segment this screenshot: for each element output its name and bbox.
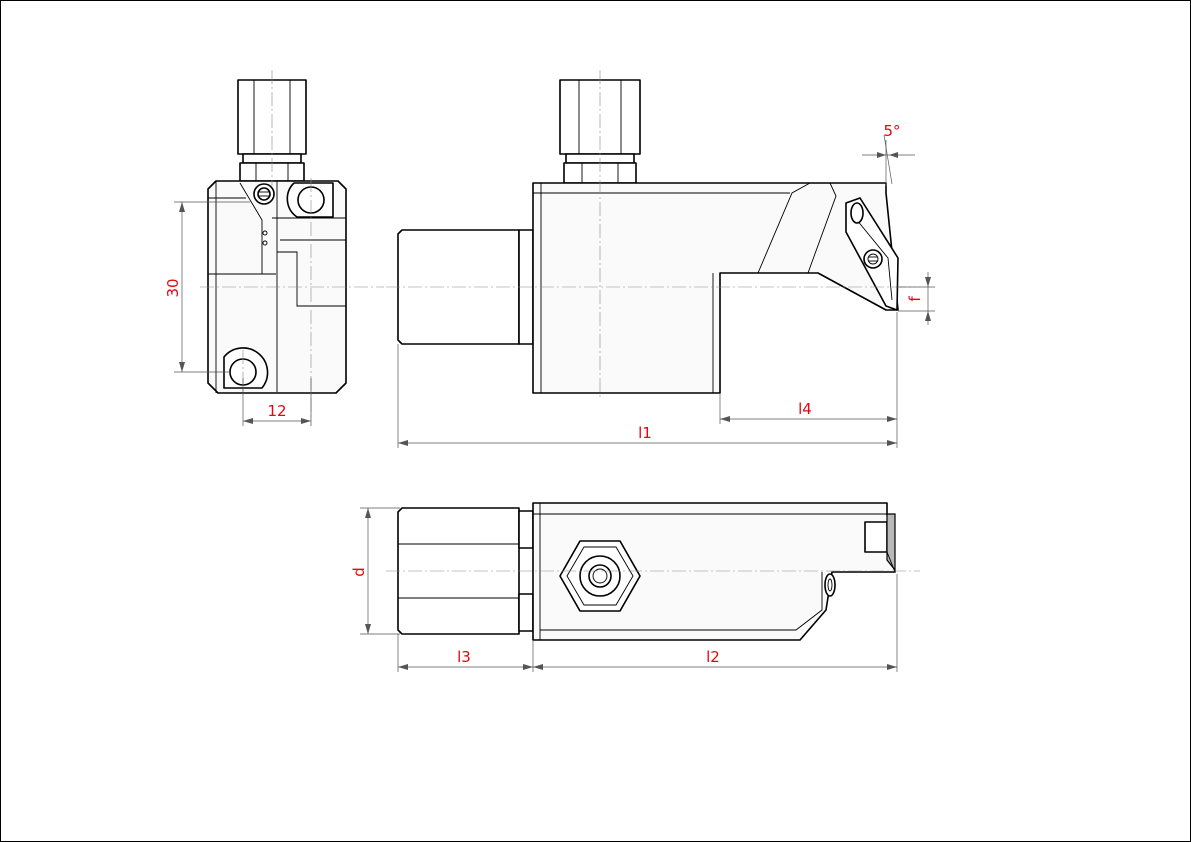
dimension-l4-label: l4: [798, 400, 812, 418]
dimension-l3-label: l3: [457, 648, 471, 666]
top-view-shank-collar-bottom: [518, 593, 534, 632]
dimension-l2-label: l2: [706, 648, 720, 666]
side-view-body: [532, 182, 899, 394]
dimension-d-label: d: [350, 567, 368, 577]
side-view: 5° f l4 l1: [386, 70, 935, 448]
end-view: 30 12: [164, 70, 384, 426]
side-view-insert-screw: [863, 249, 883, 269]
top-view: d l3 l2: [350, 502, 920, 672]
dimension-l1-label: l1: [638, 424, 652, 442]
top-view-shank-collar-top: [518, 510, 534, 549]
dimension-30-label: 30: [164, 278, 182, 297]
dimension-angle-label: 5°: [883, 122, 900, 140]
dimension-12-label: 12: [267, 402, 286, 420]
top-view-clamp-pocket: [864, 521, 888, 553]
dimension-f-label: f: [906, 296, 924, 302]
